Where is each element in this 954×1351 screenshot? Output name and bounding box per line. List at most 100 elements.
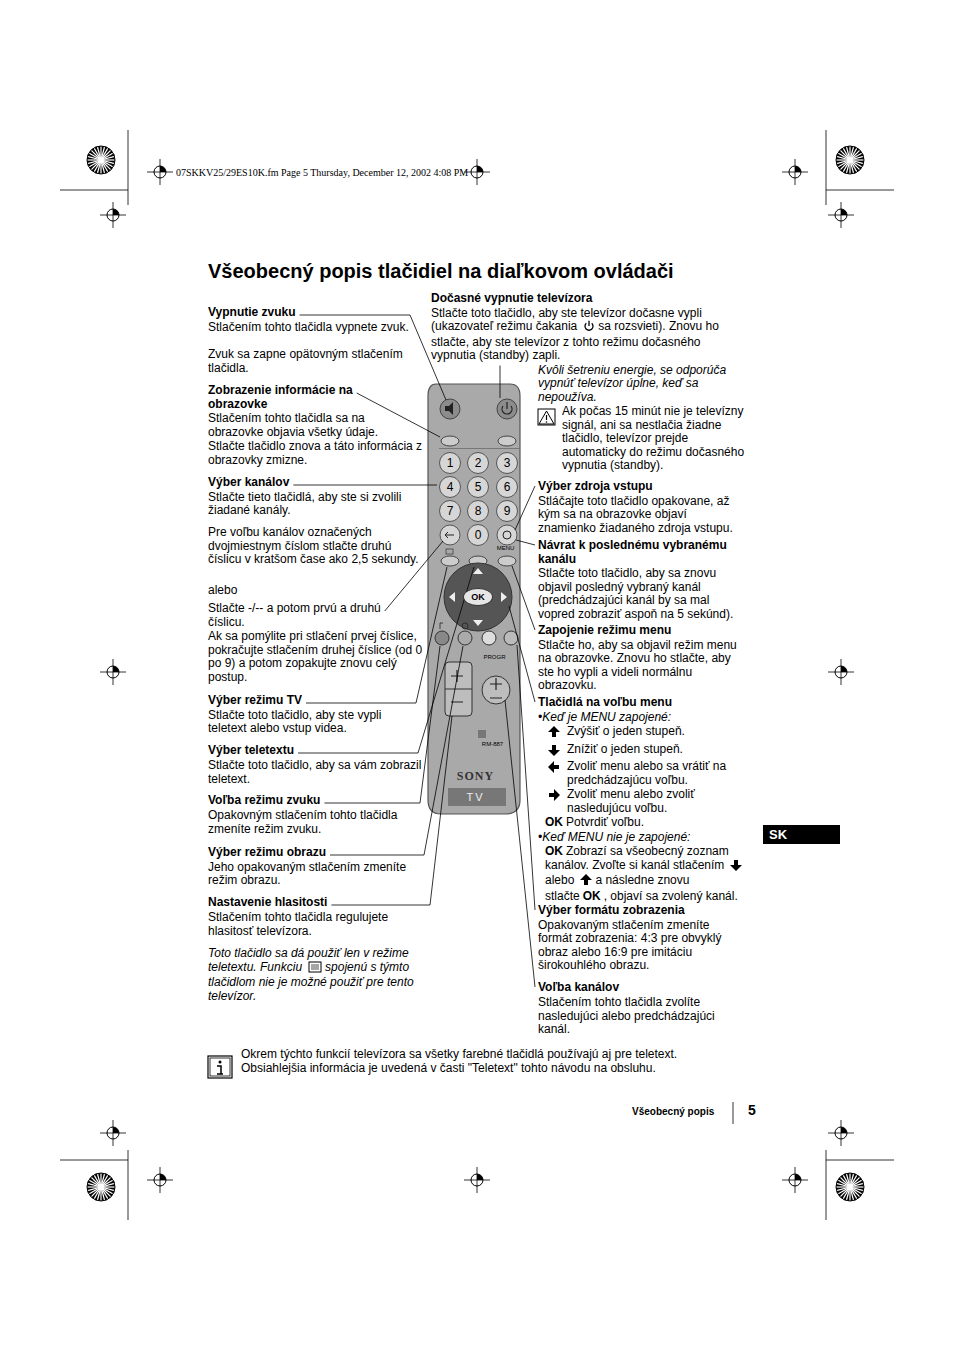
label-text: Výber zdroja vstupu: [538, 479, 653, 493]
leader-line: [293, 485, 437, 486]
text-block: Stlačte toto tlačidlo, aby ste televízor…: [431, 307, 746, 363]
leader-line: [515, 486, 535, 530]
inline-icon: [730, 859, 742, 875]
text-block: Výber formátu zobrazenia: [538, 904, 746, 918]
label-text: •Keď je MENU zapojené:: [538, 710, 671, 724]
leader-line: [505, 700, 535, 987]
text-block: Voľba kanálov: [538, 981, 746, 995]
label-text: Nastavenie hlasitosti: [208, 895, 327, 909]
text-block: Znížiť o jeden stupeň.: [548, 743, 746, 760]
button-label: 2: [475, 456, 482, 470]
label-text: Návrat k poslednému vybranému kanálu: [538, 538, 727, 566]
label-text: Zvýšiť o jeden stupeň.: [567, 725, 685, 742]
label-text: Stláčajte toto tlačidlo opakovane, až ký…: [538, 494, 733, 535]
text-block: Výber teletextu: [208, 744, 423, 758]
label-text: Stlačte ho, aby sa objavil režim menu na…: [538, 638, 737, 693]
label-text: Kvôli šetreniu energie, se odporúča vypn…: [538, 363, 726, 404]
text-block: Stlačením tohto tlačidla zvolíte nasledu…: [538, 996, 746, 1037]
text-block: Stláčajte toto tlačidlo opakovane, až ký…: [538, 495, 746, 536]
text-block: Dočasné vypnutie televízora: [431, 292, 746, 306]
button-label: 0: [475, 528, 482, 542]
text-block: Okrem týchto funkcií televízora sa všetk…: [241, 1048, 731, 1075]
text-block: Stlačením tohto tlačidla regulujete hlas…: [208, 911, 423, 938]
label-text: RM-887: [482, 741, 503, 747]
label-text: Zvoliť menu alebo sa vrátiť na predchádz…: [567, 760, 743, 787]
text-block: Výber režimu obrazu: [208, 846, 423, 860]
button-label: 5: [475, 480, 482, 494]
digit-button: 8: [467, 500, 489, 522]
inline-icon: [548, 761, 562, 787]
button-label: 1: [447, 456, 454, 470]
leader-line: [509, 606, 535, 702]
label-text: SONY: [457, 769, 494, 783]
label-text: 07SKKV25/29ES10K.fm Page 5 Thursday, Dec…: [176, 167, 468, 178]
label-text: Stlačte toto tlačidlo, aby sa vám zobraz…: [208, 758, 421, 786]
button-label: 4: [447, 480, 454, 494]
button-label: SK: [769, 827, 787, 842]
inline-icon: [308, 961, 322, 977]
text-block: Stlačte toto tlačidlo, aby sa znovu obja…: [538, 567, 746, 621]
language-tab: SK: [763, 825, 840, 844]
text-block: Zvuk sa zapne opätovným stlačením tlačid…: [208, 348, 423, 375]
button-label: 7: [447, 504, 454, 518]
text-block: Zvoliť menu alebo sa vrátiť na predchádz…: [548, 760, 746, 787]
remote-control: [428, 384, 520, 814]
label-text: Voľba kanálov: [538, 980, 619, 994]
label-text: Výber teletextu: [208, 743, 294, 757]
text-block: Stlačte -/-- a potom prvú a druhú číslic…: [208, 602, 423, 629]
text-block: SONY: [437, 769, 517, 783]
text-block: Stlačte toto tlačidlo, aby sa vám zobraz…: [208, 759, 423, 786]
button-label: 9: [504, 504, 511, 518]
text-block: OKZobrazí sa všeobecný zoznam kanálov. Z…: [545, 845, 746, 903]
digit-button: 4: [439, 476, 461, 498]
info-icon: [208, 1056, 232, 1078]
text-block: Stlačením tohto tlačidla sa na obrazovke…: [208, 412, 423, 439]
text-block: Výber kanálov: [208, 476, 423, 490]
label-text: Stlačte tlačidlo znova a táto informácia…: [208, 439, 422, 467]
text-block: Zvoliť menu alebo zvoliť nasledujúcu voľ…: [548, 788, 746, 815]
text-block: Výber režimu TV: [208, 694, 423, 708]
leader-line: [385, 541, 443, 611]
warning-icon: [538, 409, 555, 425]
label-text: Stlačte -/-- a potom prvú a druhú číslic…: [208, 601, 381, 629]
text-block: 07SKKV25/29ES10K.fm Page 5 Thursday, Dec…: [176, 167, 576, 179]
label-text: Stlačením tohto tlačidla sa na obrazovke…: [208, 411, 378, 439]
text-block: MENU: [491, 545, 523, 552]
label-text: Výber formátu zobrazenia: [538, 903, 685, 917]
label-text: •Keď MENU nie je zapojené:: [538, 830, 690, 844]
label-text: Všeobecný popis: [632, 1106, 714, 1117]
label-text: Ak sa pomýlite pri stlačení prvej číslic…: [208, 629, 422, 684]
text-block: Zapojenie režimu menu: [538, 624, 746, 638]
digit-button: 6: [496, 476, 518, 498]
text-block: Pre voľbu kanálov označených dvojmiestny…: [208, 526, 423, 567]
registration-marks: [87, 146, 864, 1201]
label-text: Výber režimu TV: [208, 693, 302, 707]
text-block: Stlačením tohto tlačidla vypnete zvuk.: [208, 321, 423, 335]
text-block: Stlačte ho, aby sa objavil režim menu na…: [538, 639, 746, 693]
inline-icon: [548, 789, 562, 815]
title-text: Všeobecný popis tlačidiel na diaľkovom o…: [208, 260, 674, 282]
leader-line: [512, 566, 535, 630]
leader-line: [517, 645, 535, 910]
label-text: OK: [583, 889, 601, 903]
label-text: PROGR: [483, 654, 505, 660]
label-text: Pre voľbu kanálov označených dvojmiestny…: [208, 525, 419, 566]
digit-button: 1: [439, 452, 461, 474]
text-block: Stlačte toto tlačidlo, aby ste vypli tel…: [208, 709, 423, 736]
button-label: 3: [504, 456, 511, 470]
label-text: Stlačením tohto tlačidla vypnete zvuk.: [208, 320, 409, 334]
text-block: alebo: [208, 584, 423, 598]
label-text: TV: [466, 791, 484, 803]
text-block: Zobrazenie informácie na obrazovke: [208, 384, 378, 411]
label-text: Stlačte toto tlačidlo, aby sa znovu obja…: [538, 566, 733, 621]
label-text: Dočasné vypnutie televízora: [431, 291, 592, 305]
leader-line: [500, 366, 501, 399]
text-block: Výber zdroja vstupu: [538, 480, 746, 494]
label-text: Znížiť o jeden stupeň.: [567, 743, 683, 760]
label-text: Stlačením tohto tlačidla regulujete hlas…: [208, 910, 388, 938]
digit-button: 0: [467, 524, 489, 546]
digit-button: 3: [496, 452, 518, 474]
label-text: OK: [545, 844, 563, 858]
label-text: Voľba režimu zvuku: [208, 793, 320, 807]
